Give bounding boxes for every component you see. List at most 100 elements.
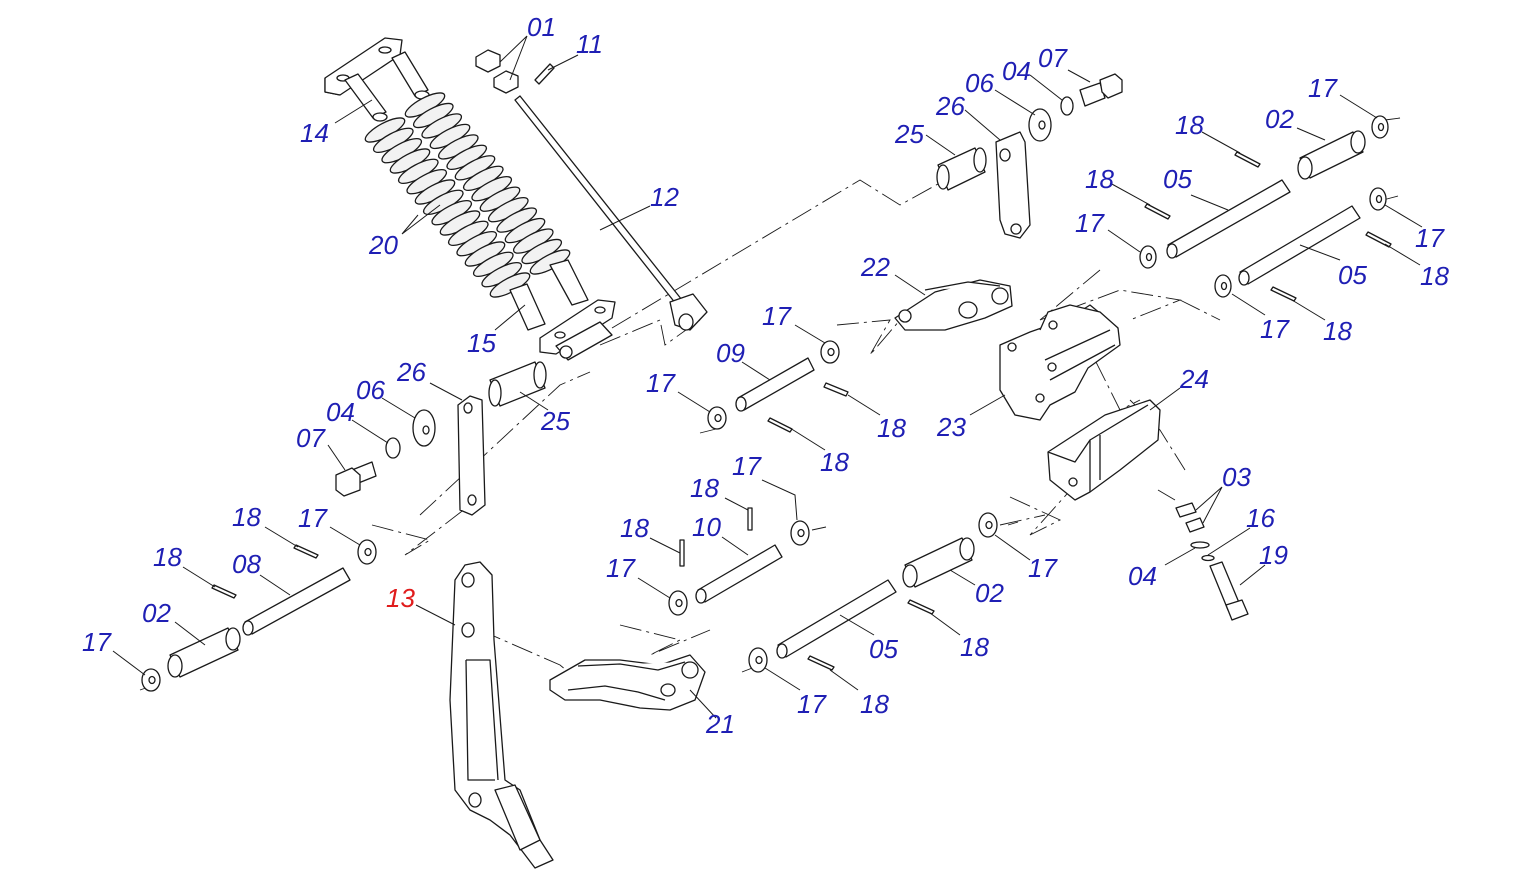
label-04-right: 04 <box>1128 561 1157 591</box>
label-18-mid2: 18 <box>820 447 849 477</box>
part-07-bolt-left <box>335 461 377 497</box>
label-19: 19 <box>1259 540 1288 570</box>
label-18-ur1: 18 <box>1175 110 1204 140</box>
label-18-ur3: 18 <box>1420 261 1449 291</box>
label-17-left1: 17 <box>298 503 328 533</box>
label-02-lower: 02 <box>975 578 1004 608</box>
label-17-ur3: 17 <box>1075 208 1105 238</box>
part-19-bolt <box>1209 561 1249 621</box>
part-18-pins-left <box>211 544 319 599</box>
part-17-washer-ur3 <box>1139 245 1157 269</box>
part-06-washer-upper <box>1028 108 1052 142</box>
label-18-ur2: 18 <box>1085 164 1114 194</box>
label-17-left2: 17 <box>82 627 112 657</box>
part-16-washer <box>1201 554 1215 562</box>
part-01-nuts <box>475 49 519 94</box>
label-13: 13 <box>386 583 415 613</box>
label-22: 22 <box>860 252 890 282</box>
part-26-link-upper <box>995 131 1031 239</box>
part-17-washer-lr1 <box>978 512 998 538</box>
label-14: 14 <box>300 118 329 148</box>
part-02-bushing-upper-right <box>1297 130 1366 180</box>
label-01: 01 <box>527 12 556 42</box>
part-21-link <box>549 654 706 711</box>
label-24: 24 <box>1179 364 1209 394</box>
label-18-mid1: 18 <box>877 413 906 443</box>
part-17-washer-ur1 <box>1371 115 1389 139</box>
part-17-washer-mid2 <box>707 406 727 430</box>
part-08-pin <box>242 567 351 636</box>
label-05-upper: 05 <box>1163 164 1192 194</box>
label-09: 09 <box>716 338 745 368</box>
label-06-left: 06 <box>356 375 385 405</box>
part-02-bushing-left <box>167 627 241 678</box>
part-26-link-left <box>457 395 486 516</box>
part-17-washer-mid1 <box>820 340 840 364</box>
label-03: 03 <box>1222 462 1251 492</box>
part-17-washer-left1 <box>357 539 377 565</box>
part-22-link <box>894 279 1013 331</box>
label-18-left2: 18 <box>153 542 182 572</box>
part-17-washer-ur2 <box>1369 187 1387 211</box>
label-05-lower: 05 <box>869 634 898 664</box>
part-17-washer-lm1 <box>790 520 810 546</box>
part-17-washer-left2 <box>141 668 161 692</box>
part-24-bracket <box>1047 399 1161 501</box>
label-12: 12 <box>650 182 679 212</box>
part-17-washer-lm2 <box>668 590 688 616</box>
part-labels: 01 11 14 20 12 15 25 26 06 04 07 17 02 1… <box>82 12 1449 739</box>
part-04-washer-right <box>1190 541 1210 549</box>
label-18-ur4: 18 <box>1323 316 1352 346</box>
label-18-lm1: 18 <box>690 473 719 503</box>
label-02-left: 02 <box>142 598 171 628</box>
label-23: 23 <box>936 412 966 442</box>
label-17-mid2: 17 <box>646 368 676 398</box>
label-11: 11 <box>576 29 603 59</box>
label-18-lr1: 18 <box>960 632 989 662</box>
label-17-mid1: 17 <box>762 301 792 331</box>
label-06-upper: 06 <box>965 68 994 98</box>
part-04-washer-upper <box>1060 96 1074 116</box>
label-05-middle: 05 <box>1338 260 1367 290</box>
label-25-left: 25 <box>540 406 570 436</box>
label-21: 21 <box>705 709 735 739</box>
label-08: 08 <box>232 549 261 579</box>
label-17-lm1: 17 <box>732 451 762 481</box>
leader-lines <box>112 35 1423 719</box>
label-15: 15 <box>467 328 496 358</box>
label-16: 16 <box>1246 503 1275 533</box>
part-10-pin <box>695 544 783 604</box>
label-17-ur2: 17 <box>1415 223 1445 253</box>
label-07-left: 07 <box>296 423 326 453</box>
part-06-washer-left <box>412 409 436 447</box>
part-25-bushing-left <box>488 361 547 407</box>
label-04-upper: 04 <box>1002 56 1031 86</box>
part-25-bushing-upper <box>936 147 987 191</box>
part-04-washer-left <box>385 437 401 459</box>
part-23-bracket <box>999 304 1121 421</box>
label-07-upper: 07 <box>1038 43 1068 73</box>
label-17-ur1: 17 <box>1308 73 1338 103</box>
label-20: 20 <box>368 230 398 260</box>
part-11-pin <box>534 63 555 85</box>
label-17-ur4: 17 <box>1260 314 1290 344</box>
part-13-shank <box>449 561 554 869</box>
part-17-washer-ur4 <box>1214 274 1232 298</box>
part-03-nuts <box>1175 502 1205 533</box>
label-26-upper: 26 <box>935 91 965 121</box>
label-17-lr1: 17 <box>1028 553 1058 583</box>
part-05-pin-lower <box>776 579 897 659</box>
part-07-bolt-upper <box>1079 73 1123 107</box>
part-17-washer-lr2 <box>748 647 768 673</box>
label-18-lr2: 18 <box>860 689 889 719</box>
part-14-top-plate <box>324 37 430 122</box>
label-18-lm2: 18 <box>620 513 649 543</box>
label-04-left: 04 <box>326 397 355 427</box>
label-25-upper: 25 <box>894 119 924 149</box>
part-05-pin-upper <box>1166 179 1291 259</box>
label-17-lr2: 17 <box>797 689 827 719</box>
part-20-springs <box>364 92 571 298</box>
label-17-lm2: 17 <box>606 553 636 583</box>
part-02-bushing-lower <box>902 537 975 588</box>
